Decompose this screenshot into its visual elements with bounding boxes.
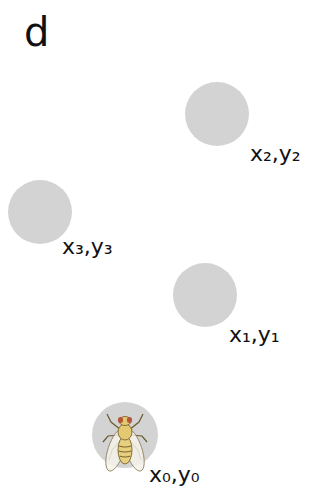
panel-letter: d [24,12,49,52]
location-circle: x₃,y₃ [8,180,72,244]
circle-shape [8,180,72,244]
circle-shape [92,402,158,468]
location-circle: x₁,y₁ [173,263,237,327]
location-circle: x₂,y₂ [185,82,249,146]
circle-shape [185,82,249,146]
coordinate-label: x₂,y₂ [250,143,301,165]
coordinate-label: x₀,y₀ [149,464,200,486]
coordinate-label: x₁,y₁ [229,324,280,346]
circle-shape [173,263,237,327]
coordinate-label: x₃,y₃ [62,236,113,258]
location-circle: x₀,y₀ [92,402,158,468]
